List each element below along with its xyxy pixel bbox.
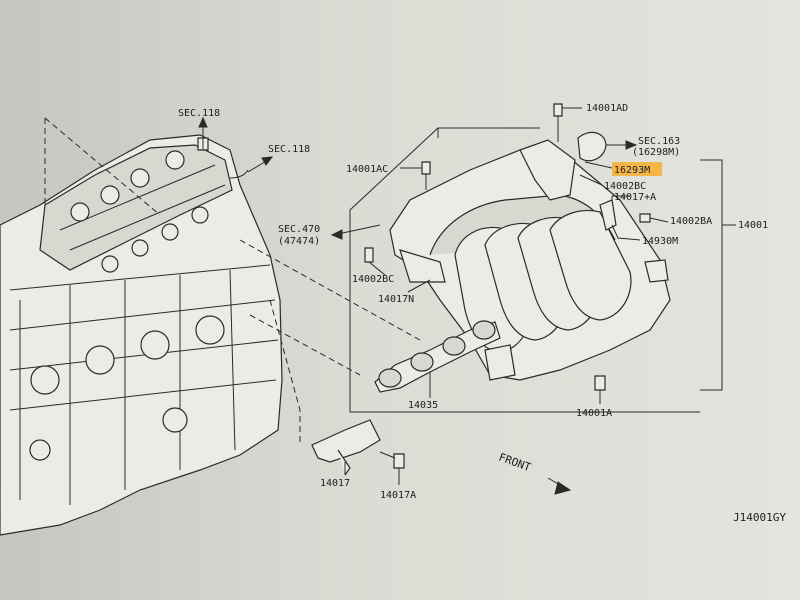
label-sec163: SEC.163 bbox=[638, 136, 680, 147]
diagram-id: J14001GY bbox=[733, 511, 786, 524]
label-14002BC-a: 14002BC bbox=[604, 181, 646, 192]
label-16293M: 16293M bbox=[614, 165, 650, 176]
bracket-14017 bbox=[311, 419, 381, 476]
label-14017A-plus: 14017+A bbox=[614, 192, 656, 203]
label-14017A: 14017A bbox=[380, 490, 416, 501]
highlight-box bbox=[612, 162, 662, 176]
label-sec118-a: SEC.118 bbox=[178, 108, 220, 119]
label-14035: 14035 bbox=[408, 400, 438, 411]
label-14001A: 14001A bbox=[576, 408, 612, 419]
label-14017N: 14017N bbox=[378, 294, 414, 305]
label-sec163-sub: (16298M) bbox=[632, 147, 680, 158]
label-14002BA: 14002BA bbox=[670, 216, 712, 227]
label-sec118-b: SEC.118 bbox=[268, 144, 310, 155]
label-sec470-sub: (47474) bbox=[278, 236, 320, 247]
intake-manifold bbox=[389, 131, 671, 381]
gasket-14035 bbox=[374, 320, 501, 393]
label-14001: 14001 bbox=[738, 220, 768, 231]
label-14001AC: 14001AC bbox=[346, 164, 388, 175]
label-front: FRONT bbox=[497, 451, 533, 475]
label-14002BC-b: 14002BC bbox=[352, 274, 394, 285]
label-14930M: 14930M bbox=[642, 236, 678, 247]
label-14017: 14017 bbox=[320, 478, 350, 489]
label-14001AD: 14001AD bbox=[586, 103, 628, 114]
label-sec470: SEC.470 bbox=[278, 224, 320, 235]
engine-block bbox=[0, 134, 283, 536]
